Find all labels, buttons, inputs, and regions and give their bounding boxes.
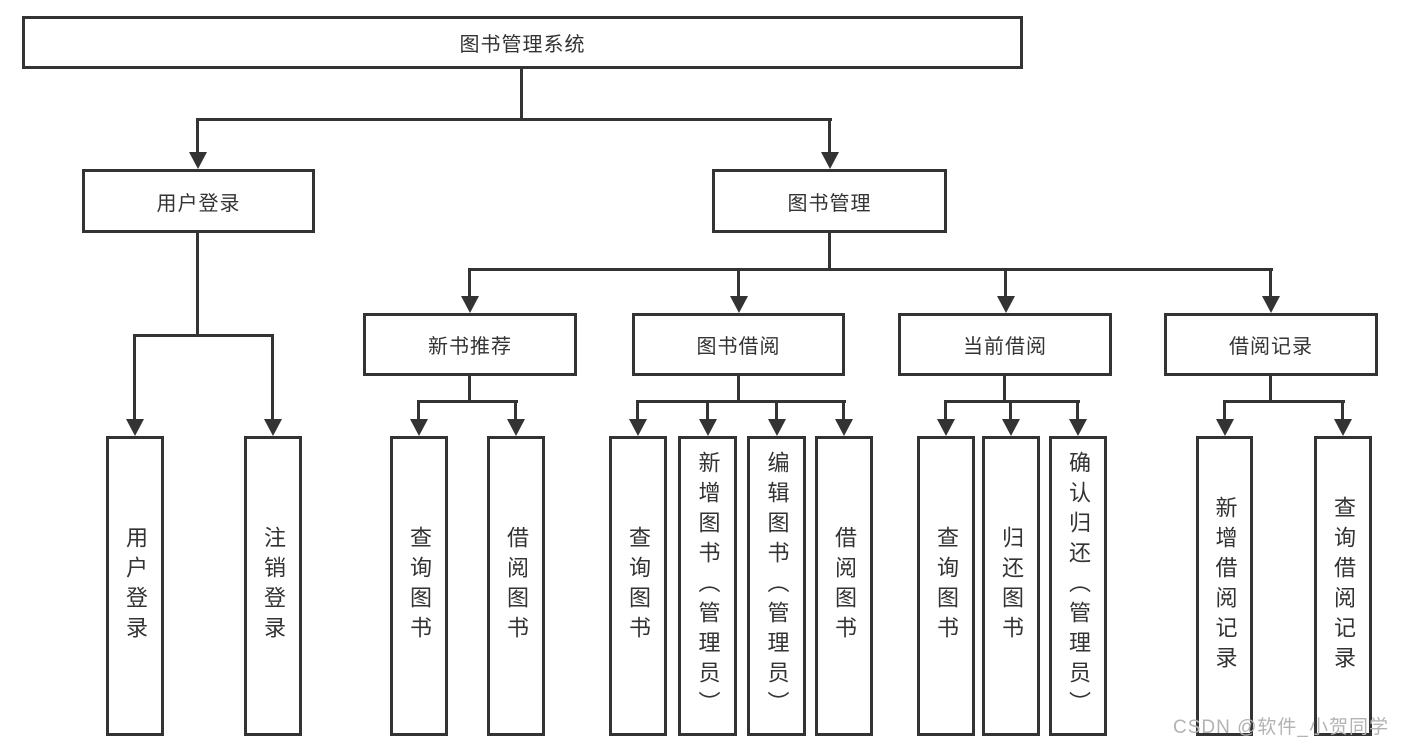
connector-bb-drop-1 bbox=[636, 400, 639, 421]
leaf-br-query-label: 查询借阅记录 bbox=[1331, 496, 1356, 676]
arrow-down-icon bbox=[629, 419, 647, 436]
connector-br-drop-1 bbox=[1223, 400, 1226, 421]
node-user-login-box: 用户登录 bbox=[82, 169, 315, 233]
connector-mgmt-drop-1 bbox=[468, 268, 471, 298]
connector-bb-stem bbox=[737, 376, 740, 402]
connector-login-drop-2 bbox=[271, 334, 274, 421]
connector-bb-drop-3 bbox=[775, 400, 778, 421]
leaf-logout-box: 注销登录 bbox=[244, 436, 302, 736]
connector-cb-bar bbox=[944, 400, 1080, 403]
node-book-borrow-label: 图书借阅 bbox=[696, 336, 781, 358]
leaf-bb-query-box: 查询图书 bbox=[609, 436, 667, 736]
connector-mgmt-drop-4 bbox=[1269, 268, 1272, 298]
node-book-mgmt-box: 图书管理 bbox=[712, 169, 947, 233]
node-borrow-records-box: 借阅记录 bbox=[1164, 313, 1378, 376]
connector-bb-bar bbox=[636, 400, 846, 403]
arrow-down-icon bbox=[461, 296, 479, 313]
connector-login-stem bbox=[196, 233, 199, 336]
leaf-cb-return-label: 归还图书 bbox=[999, 526, 1024, 646]
leaf-bb-edit-label: 编辑图书（管理员） bbox=[764, 451, 790, 721]
leaf-bb-borrow-box: 借阅图书 bbox=[815, 436, 873, 736]
connector-login-bar bbox=[133, 334, 274, 337]
connector-cb-stem bbox=[1003, 376, 1006, 402]
connector-rec-drop-2 bbox=[514, 400, 517, 421]
arrow-down-icon bbox=[507, 419, 525, 436]
leaf-br-query-box: 查询借阅记录 bbox=[1314, 436, 1372, 736]
connector-mgmt-bar bbox=[468, 268, 1273, 271]
leaf-br-add-label: 新增借阅记录 bbox=[1212, 496, 1238, 676]
connector-cb-drop-2 bbox=[1009, 400, 1012, 421]
leaf-bb-edit-box: 编辑图书（管理员） bbox=[747, 436, 806, 736]
node-current-borrow-label: 当前借阅 bbox=[963, 336, 1047, 358]
connector-root-stem bbox=[520, 68, 523, 120]
connector-br-stem bbox=[1269, 376, 1272, 402]
leaf-cb-query-box: 查询图书 bbox=[917, 436, 975, 736]
connector-root-bar bbox=[197, 118, 832, 121]
arrow-down-icon bbox=[1216, 419, 1234, 436]
connector-root-drop-right bbox=[828, 118, 831, 156]
arrow-down-icon bbox=[768, 419, 786, 436]
connector-mgmt-drop-3 bbox=[1004, 268, 1007, 298]
leaf-bb-borrow-label: 借阅图书 bbox=[832, 526, 857, 646]
connector-rec-stem bbox=[468, 376, 471, 402]
node-root-label: 图书管理系统 bbox=[459, 34, 586, 56]
node-current-borrow-box: 当前借阅 bbox=[898, 313, 1112, 376]
node-root-box: 图书管理系统 bbox=[22, 16, 1023, 69]
leaf-br-add-box: 新增借阅记录 bbox=[1196, 436, 1253, 736]
node-new-book-rec-label: 新书推荐 bbox=[428, 336, 512, 358]
arrow-down-icon bbox=[410, 419, 428, 436]
arrow-down-icon bbox=[1002, 419, 1020, 436]
connector-bb-drop-4 bbox=[842, 400, 845, 421]
arrow-down-icon bbox=[1262, 296, 1280, 313]
arrow-down-icon bbox=[821, 152, 839, 169]
connector-login-drop-1 bbox=[133, 334, 136, 421]
connector-mgmt-stem bbox=[828, 233, 831, 271]
leaf-bb-query-label: 查询图书 bbox=[626, 526, 651, 646]
arrow-down-icon bbox=[1069, 419, 1087, 436]
arrow-down-icon bbox=[997, 296, 1015, 313]
arrow-down-icon bbox=[835, 419, 853, 436]
connector-br-drop-2 bbox=[1341, 400, 1344, 421]
connector-rec-bar bbox=[417, 400, 518, 403]
leaf-user-login-box: 用户登录 bbox=[106, 436, 164, 736]
arrow-down-icon bbox=[189, 152, 207, 169]
leaf-rec-borrow-box: 借阅图书 bbox=[487, 436, 545, 736]
node-book-mgmt-label: 图书管理 bbox=[787, 192, 872, 215]
arrow-down-icon bbox=[126, 419, 144, 436]
node-user-login-label: 用户登录 bbox=[156, 192, 241, 215]
leaf-cb-return-box: 归还图书 bbox=[982, 436, 1040, 736]
connector-br-bar bbox=[1223, 400, 1345, 403]
node-book-borrow-box: 图书借阅 bbox=[632, 313, 845, 376]
leaf-bb-add-box: 新增图书（管理员） bbox=[678, 436, 737, 736]
connector-rec-drop-1 bbox=[417, 400, 420, 421]
leaf-bb-add-label: 新增图书（管理员） bbox=[695, 451, 721, 721]
watermark: CSDN @软件_小贺同学 bbox=[1173, 717, 1389, 738]
leaf-rec-borrow-label: 借阅图书 bbox=[504, 526, 529, 646]
leaf-cb-confirm-box: 确认归还（管理员） bbox=[1049, 436, 1107, 736]
node-borrow-records-label: 借阅记录 bbox=[1229, 336, 1313, 358]
arrow-down-icon bbox=[264, 419, 282, 436]
leaf-rec-query-label: 查询图书 bbox=[407, 526, 432, 646]
connector-bb-drop-2 bbox=[706, 400, 709, 421]
arrow-down-icon bbox=[937, 419, 955, 436]
leaf-user-login-label: 用户登录 bbox=[123, 526, 148, 646]
arrow-down-icon bbox=[699, 419, 717, 436]
connector-mgmt-drop-2 bbox=[737, 268, 740, 298]
connector-cb-drop-3 bbox=[1076, 400, 1079, 421]
arrow-down-icon bbox=[730, 296, 748, 313]
leaf-cb-query-label: 查询图书 bbox=[934, 526, 959, 646]
leaf-logout-label: 注销登录 bbox=[261, 526, 286, 646]
connector-root-drop-left bbox=[196, 118, 199, 156]
node-new-book-rec-box: 新书推荐 bbox=[363, 313, 577, 376]
leaf-cb-confirm-label: 确认归还（管理员） bbox=[1066, 451, 1091, 721]
arrow-down-icon bbox=[1334, 419, 1352, 436]
leaf-rec-query-box: 查询图书 bbox=[390, 436, 448, 736]
connector-cb-drop-1 bbox=[944, 400, 947, 421]
